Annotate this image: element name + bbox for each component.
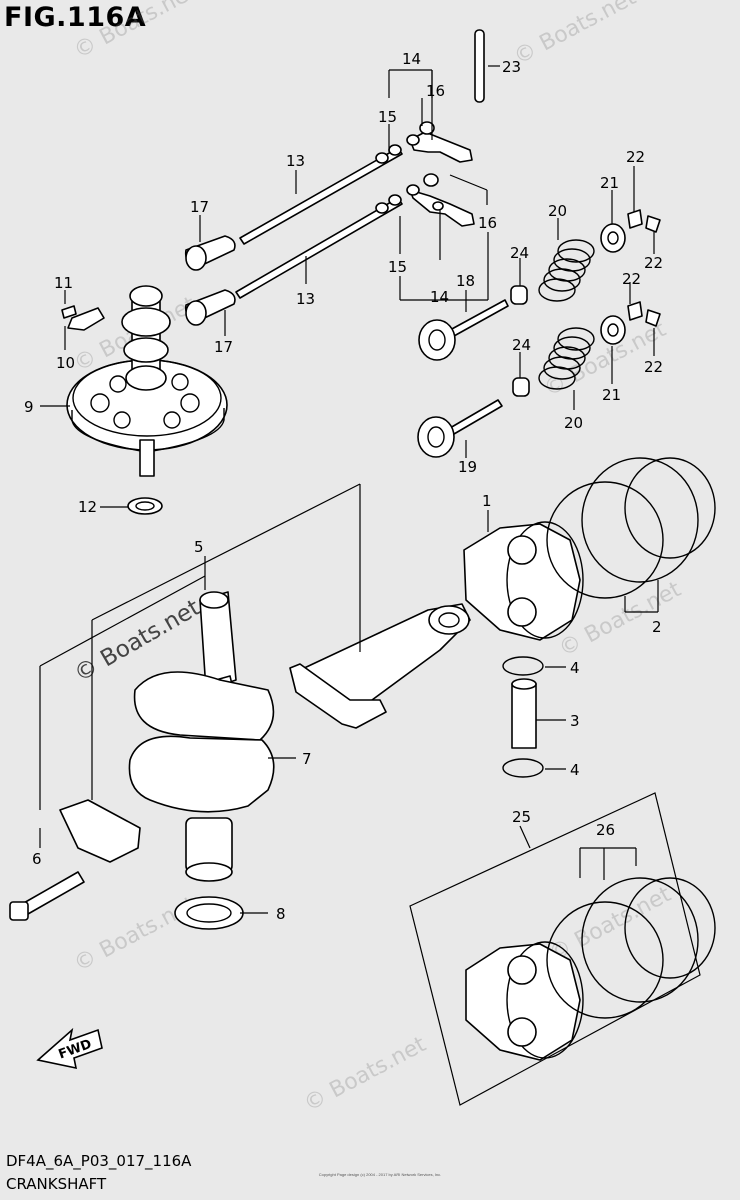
valve-19 xyxy=(417,399,503,458)
callout-17: 17 xyxy=(214,338,233,356)
callout-16: 16 xyxy=(478,214,497,232)
callout-13: 13 xyxy=(286,152,305,170)
pushrod-23 xyxy=(474,29,485,103)
valve-cotter-22 xyxy=(627,209,661,327)
leader-lines xyxy=(39,65,659,914)
pushrod-13-upper xyxy=(239,144,403,245)
valve-seal-24-lower xyxy=(512,377,530,397)
callout-6: 6 xyxy=(32,850,42,868)
tappet-17-upper xyxy=(184,235,236,271)
bolt-11 xyxy=(61,305,77,319)
callout-5: 5 xyxy=(194,538,204,556)
copyright-note: Copyright Page design (c) 2004 - 2017 by… xyxy=(318,1172,442,1177)
spring-retainer-21-upper xyxy=(600,223,626,253)
callout-22: 22 xyxy=(626,148,645,166)
callout-2: 2 xyxy=(652,618,662,636)
callout-21: 21 xyxy=(602,386,621,404)
valve-18 xyxy=(418,299,509,361)
callout-14: 14 xyxy=(402,50,421,68)
valve-spring-20-lower xyxy=(538,327,595,390)
callout-15: 15 xyxy=(388,258,407,276)
tappet-17-lower xyxy=(184,289,236,326)
rocker-arm-upper xyxy=(406,121,473,163)
camshaft xyxy=(121,285,171,477)
oil-seal-8 xyxy=(174,896,244,930)
callout-9: 9 xyxy=(24,398,34,416)
callout-4: 4 xyxy=(570,761,580,779)
callout-17: 17 xyxy=(190,198,209,216)
rocker-arm-lower xyxy=(406,173,475,227)
bolt-6 xyxy=(9,871,85,921)
callout-14: 14 xyxy=(430,288,449,306)
figure-title: FIG.116A xyxy=(4,2,147,33)
connecting-rod-cap-6 xyxy=(59,799,141,863)
callout-4: 4 xyxy=(570,659,580,677)
callout-1: 1 xyxy=(482,492,492,510)
figure-name: CRANKSHAFT xyxy=(6,1175,107,1193)
spring-retainer-21-lower xyxy=(600,315,626,345)
valve-spring-20-upper xyxy=(538,239,595,302)
oversize-piston-kit-25-box xyxy=(409,792,701,1106)
plate-10 xyxy=(67,307,105,331)
callout-22: 22 xyxy=(622,270,641,288)
callout-10: 10 xyxy=(56,354,75,372)
callout-numbers: 23 14 16 15 13 17 16 15 14 13 17 18 19 2… xyxy=(24,50,663,923)
piston-rings-2 xyxy=(546,457,716,599)
callout-23: 23 xyxy=(502,58,521,76)
callout-24: 24 xyxy=(512,336,531,354)
callout-26: 26 xyxy=(596,821,615,839)
callout-12: 12 xyxy=(78,498,97,516)
piston-pin-clip-4-lower xyxy=(502,758,544,778)
figure-code: DF4A_6A_P03_017_116A xyxy=(6,1152,192,1170)
callout-15: 15 xyxy=(378,108,397,126)
callout-16: 16 xyxy=(426,82,445,100)
callout-8: 8 xyxy=(276,905,286,923)
callout-22: 22 xyxy=(644,254,663,272)
callout-7: 7 xyxy=(302,750,312,768)
valve-seal-24-upper xyxy=(510,285,528,305)
oversize-piston-rings-26 xyxy=(546,877,716,1019)
callout-22: 22 xyxy=(644,358,663,376)
callout-18: 18 xyxy=(456,272,475,290)
piston-1 xyxy=(463,521,584,641)
washer-12 xyxy=(127,497,163,515)
callout-20: 20 xyxy=(548,202,567,220)
callout-11: 11 xyxy=(54,274,73,292)
connecting-rod xyxy=(289,603,471,729)
callout-25: 25 xyxy=(512,808,531,826)
fwd-arrow-icon: FWD xyxy=(36,1027,103,1070)
crankshaft-7 xyxy=(128,591,275,882)
piston-pin-clip-4-upper xyxy=(502,656,544,676)
callout-13: 13 xyxy=(296,290,315,308)
callout-3: 3 xyxy=(570,712,580,730)
piston-pin-3 xyxy=(511,678,537,749)
pushrod-13-lower xyxy=(235,194,403,299)
callout-20: 20 xyxy=(564,414,583,432)
oversize-piston-25 xyxy=(465,941,584,1061)
callout-19: 19 xyxy=(458,458,477,476)
callout-21: 21 xyxy=(600,174,619,192)
callout-24: 24 xyxy=(510,244,529,262)
